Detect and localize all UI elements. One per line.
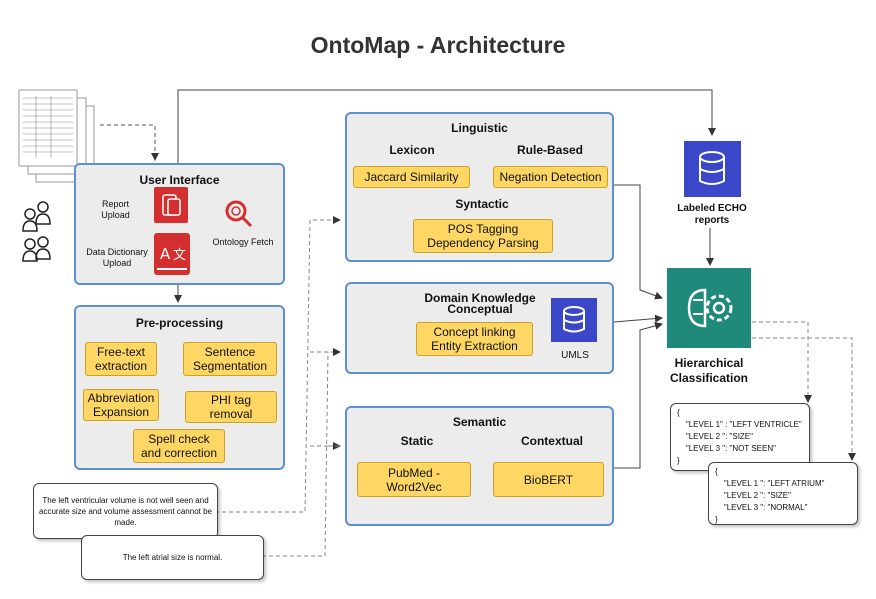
conceptual-label: Conceptual xyxy=(447,302,513,316)
output-json-1: { "LEVEL 1" : "LEFT VENTRICLE" "LEVEL 2 … xyxy=(670,403,810,471)
ontology-search-icon[interactable] xyxy=(224,199,254,229)
biobert-box: BioBERT xyxy=(493,462,604,497)
input-sentence-note-2: The left atrial size is normal. xyxy=(81,535,264,580)
phi-tag-removal-box: PHI tag removal xyxy=(185,391,277,423)
svg-text:A: A xyxy=(160,245,171,263)
data-dictionary-upload-label: Data Dictionary Upload xyxy=(86,247,148,268)
hierarchical-classification-label: Hierarchical Classification xyxy=(669,356,749,385)
free-text-extraction-box: Free-text extraction xyxy=(85,342,157,376)
brain-gear-icon xyxy=(667,268,751,348)
lexicon-label: Lexicon xyxy=(389,143,435,157)
user-interface-panel: User Interface Report Upload Data Dictio… xyxy=(74,163,285,285)
linguistic-title: Linguistic xyxy=(451,121,508,135)
labeled-reports-database-icon xyxy=(684,141,741,197)
user-interface-title: User Interface xyxy=(139,173,220,187)
concept-linking-box: Concept linking Entity Extraction xyxy=(416,322,533,356)
contextual-label: Contextual xyxy=(520,434,583,448)
report-upload-icon[interactable] xyxy=(154,187,188,223)
users-icon xyxy=(22,198,52,268)
labeled-echo-reports-label: Labeled ECHO reports xyxy=(677,203,747,226)
diagram-title: OntoMap - Architecture xyxy=(310,32,566,58)
semantic-title: Semantic xyxy=(452,415,507,429)
ontology-fetch-label: Ontology Fetch xyxy=(212,237,274,247)
syntactic-label: Syntactic xyxy=(455,197,509,211)
rule-based-label: Rule-Based xyxy=(516,143,584,157)
output-json-2: { "LEVEL 1 ": "LEFT ATRIUM" "LEVEL 2 ": … xyxy=(708,462,858,525)
svg-text:文: 文 xyxy=(173,248,186,263)
preprocessing-title: Pre-processing xyxy=(135,316,224,330)
negation-detection-box: Negation Detection xyxy=(493,166,608,188)
static-label: Static xyxy=(400,434,434,448)
abbreviation-expansion-box: Abbreviation Expansion xyxy=(83,389,159,421)
umls-database-icon xyxy=(551,298,597,342)
pos-tagging-box: POS Tagging Dependency Parsing xyxy=(413,219,553,253)
pubmed-word2vec-box: PubMed - Word2Vec xyxy=(357,462,471,497)
input-sentence-note-1: The left ventricular volume is not well … xyxy=(33,483,218,539)
spell-check-box: Spell check and correction xyxy=(133,429,225,463)
sentence-segmentation-box: Sentence Segmentation xyxy=(183,342,277,376)
umls-label: UMLS xyxy=(561,350,589,361)
jaccard-similarity-box: Jaccard Similarity xyxy=(353,166,470,188)
domain-knowledge-title: Domain Knowledge xyxy=(424,291,536,305)
report-upload-label: Report Upload xyxy=(101,199,130,220)
